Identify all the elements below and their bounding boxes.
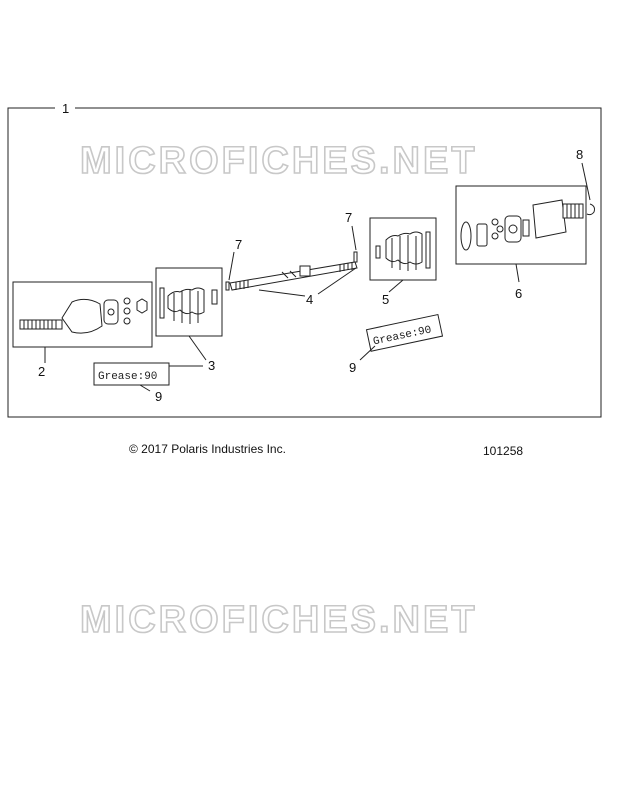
outer-cv-joint <box>19 297 148 334</box>
leader-7-left <box>228 251 235 281</box>
leader-9-right <box>359 345 376 361</box>
callout-8: 8 <box>576 147 583 162</box>
figure-number: 101258 <box>483 444 524 458</box>
callout-2: 2 <box>38 364 45 379</box>
half-shaft <box>229 261 358 291</box>
leader-6 <box>515 263 520 283</box>
cv-boot-left <box>159 287 218 324</box>
callout-7-left: 7 <box>235 237 242 252</box>
leader-7-right <box>351 225 357 251</box>
callout-5: 5 <box>382 292 389 307</box>
inner-cv-joint <box>460 199 584 251</box>
copyright-text: © 2017 Polaris Industries Inc. <box>129 442 286 456</box>
grease-label-left-text: Grease:90 <box>98 371 157 383</box>
circlip <box>586 203 595 216</box>
assembly-frame <box>7 107 602 418</box>
grease-label-right: Grease:90 <box>365 313 444 352</box>
snap-ring-right <box>353 251 358 263</box>
callout-7-right: 7 <box>345 210 352 225</box>
leader-9-left <box>139 384 151 392</box>
leader-3 <box>188 335 207 361</box>
grease-label-left <box>93 362 170 386</box>
snap-ring-left <box>225 281 230 291</box>
callout-6: 6 <box>515 286 522 301</box>
leader-8 <box>581 162 591 201</box>
leader-5 <box>388 279 404 293</box>
callout-1: 1 <box>62 101 69 116</box>
leader-4b <box>317 267 357 295</box>
callout-3: 3 <box>208 358 215 373</box>
callout-9-right: 9 <box>349 360 356 375</box>
callout-9-left: 9 <box>155 389 162 404</box>
callout-4: 4 <box>306 292 313 307</box>
leader-4a <box>258 289 306 297</box>
cv-boot-right <box>375 231 431 271</box>
watermark-top: MICROFICHES.NET <box>80 140 478 182</box>
watermark-bottom: MICROFICHES.NET <box>80 599 478 641</box>
